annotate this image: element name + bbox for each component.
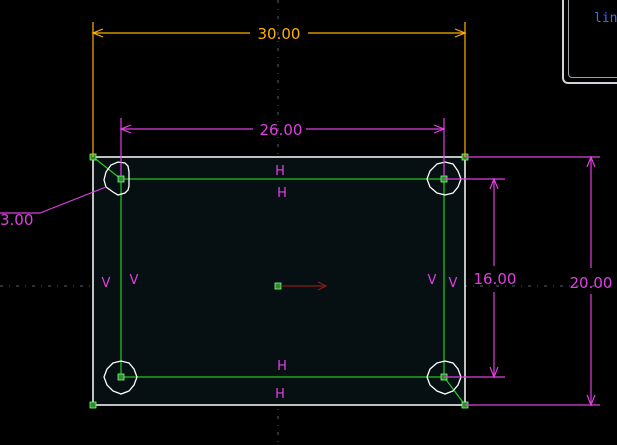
info-panel-text: lin bbox=[594, 11, 617, 26]
hole-top-right[interactable] bbox=[426, 161, 462, 196]
holes bbox=[103, 161, 462, 395]
overall-width-value[interactable]: 30.00 bbox=[258, 25, 301, 43]
constraint-vertical-right-inner: V bbox=[428, 273, 437, 288]
corner-leaders bbox=[92, 156, 466, 406]
hole-spacing-y-dimension[interactable] bbox=[444, 177, 505, 379]
overall-height-value[interactable]: 20.00 bbox=[570, 274, 613, 292]
info-panel-frame bbox=[568, 0, 617, 78]
constraint-vertical-left-inner: V bbox=[130, 273, 139, 288]
hole-spacing-y-value[interactable]: 16.00 bbox=[474, 270, 517, 288]
hole-diameter-leader[interactable] bbox=[0, 186, 107, 214]
constraint-vertical-left-outer: V bbox=[102, 276, 111, 291]
point-handle[interactable] bbox=[89, 401, 97, 409]
constraint-horizontal-bottom-inner: H bbox=[277, 359, 287, 374]
point-handle[interactable] bbox=[117, 175, 125, 183]
hole-pattern-construction-rect[interactable] bbox=[120, 178, 445, 378]
overall-height-dimension[interactable] bbox=[465, 155, 600, 407]
info-panel[interactable]: lin bbox=[562, 0, 617, 84]
constraint-horizontal-top-inner: H bbox=[277, 186, 287, 201]
origin-point-handle[interactable] bbox=[274, 282, 282, 290]
hole-diameter-value[interactable]: 3.00 bbox=[0, 211, 33, 229]
constraint-horizontal-bottom-outer: H bbox=[275, 387, 285, 402]
constraint-horizontal-top-outer: H bbox=[275, 164, 285, 179]
point-handle[interactable] bbox=[117, 373, 125, 381]
hole-bottom-right[interactable] bbox=[426, 360, 462, 395]
constraint-vertical-right-outer: V bbox=[449, 276, 458, 291]
origin-x-axis-arrow bbox=[281, 281, 328, 291]
overall-width-dimension[interactable] bbox=[91, 22, 467, 157]
plate-outline[interactable] bbox=[92, 156, 466, 406]
hole-top-left[interactable] bbox=[103, 161, 130, 196]
hole-spacing-x-dimension[interactable] bbox=[119, 118, 446, 176]
hole-bottom-left[interactable] bbox=[103, 360, 138, 395]
hole-spacing-x-value[interactable]: 26.00 bbox=[260, 121, 303, 139]
